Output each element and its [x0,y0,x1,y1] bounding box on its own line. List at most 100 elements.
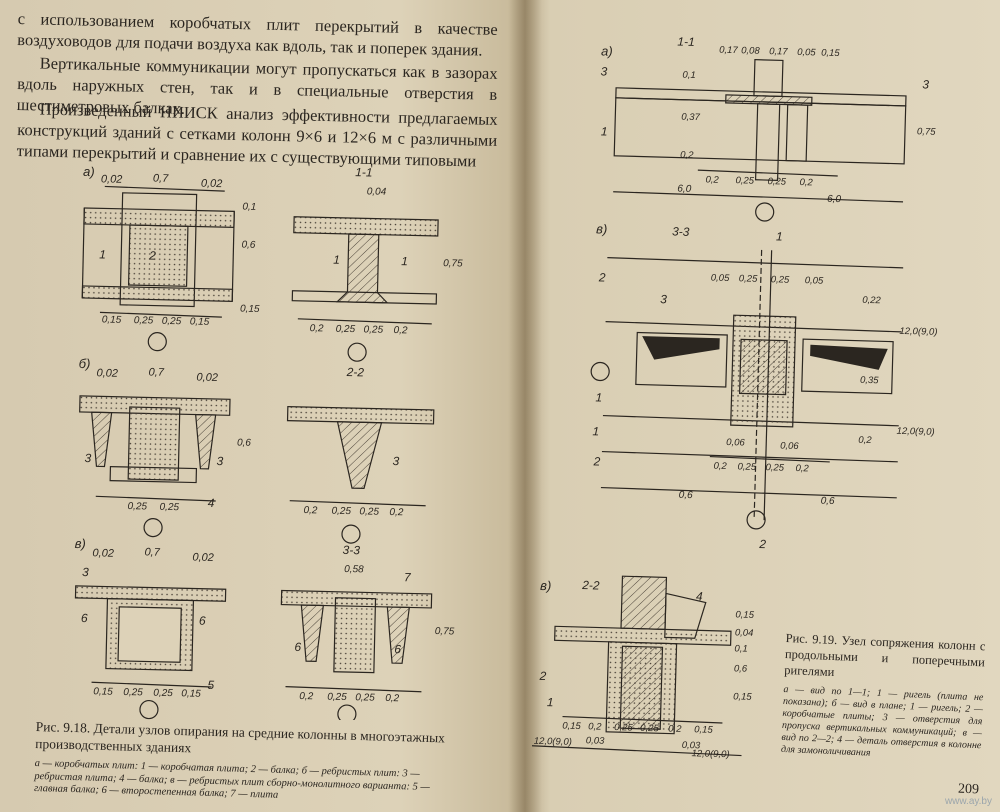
mark-4: 4 [696,589,703,603]
column-lower-core [619,645,664,730]
dim-label: 0,17 [719,45,739,57]
axis-marker [147,332,167,352]
label-a: а) [83,164,95,179]
dim-label: 0,15 [821,48,841,60]
figure-9-19-caption: Рис. 9.19. Узел сопряжения колонн с прод… [781,630,986,764]
dim-label: 0,2 [705,174,719,185]
mark-1: 1 [601,124,608,138]
left-page: с использованием коробчатых плит перекры… [17,9,498,807]
dim-label: 0,04 [367,186,387,197]
dim-label: 0,02 [96,367,118,379]
dim-label: 0,05 [711,273,731,285]
dim-label: 0,1 [734,643,748,654]
dim-label: 0,15 [181,688,201,699]
dim-label: 0,25 [614,722,634,734]
dim-label: 0,15 [694,724,714,736]
mark-2: 2 [592,454,600,468]
dim-label: 3 [216,454,223,468]
dim-label: 0,75 [917,126,937,138]
section-1-1: 1-1 [355,165,373,179]
dim-label: 0,2 [303,505,318,516]
beam [127,224,189,287]
dim-label: 0,2 [713,461,727,472]
dim-label: 0,2 [795,463,809,474]
dim-label: 0,6 [734,663,748,674]
slab-top [83,207,235,228]
monolithic-slab [74,585,227,602]
dim-label: 0,25 [737,461,757,473]
dim-label: 0,25 [765,462,785,474]
dim-label: 0,2 [389,507,404,518]
section-2-2: 2-2 [581,578,600,593]
dim-label: 0,04 [735,627,754,639]
rib-right [194,413,217,470]
dim-label: 0,75 [443,258,463,269]
dim-label: 0,02 [101,173,123,185]
watermark: www.ay.by [944,796,992,807]
dim-label: 0,15 [190,316,210,327]
label-v: в) [540,578,552,593]
dim-label: 0,22 [862,295,882,307]
label-b: в) [596,221,608,236]
vent-opening-right [810,344,888,370]
figure-9-18: а) 0,02 0,7 0,02 1 2 0,1 0,6 0,15 0,15 0… [74,164,463,720]
dim-label: 0,25 [771,274,791,286]
label-a: а) [601,43,613,58]
column-core [739,338,788,396]
dim-label: 0,15 [735,609,755,621]
dim-label: 0,15 [102,314,122,325]
figure-9-19: а) 1-1 0,17 0,08 0,17 0,05 0,15 3 3 1 0,… [532,35,938,760]
mark-1: 1 [595,390,602,404]
dim-label: 0,02 [201,178,223,190]
dim-label: 6 [81,611,88,625]
dim-label: 0,25 [359,506,379,517]
dim-label: 12,0(9,0) [899,326,937,338]
dim-label: 0,6 [679,490,694,501]
girder [613,97,907,165]
dim-label: 0,2 [310,323,325,334]
dim-label: 0,17 [769,46,789,58]
dim-label: 0,7 [144,546,160,558]
dim-label: 0,25 [640,723,660,735]
label-v: в) [75,536,86,551]
dim-label: 5 [207,678,214,692]
mark-1: 1 [776,229,783,243]
column-upper [620,575,668,631]
mark-3: 3 [660,292,667,306]
mark-2: 2 [538,669,546,683]
dim-label: 12,0(9,0) [534,736,572,748]
dim-label: 0,25 [336,324,356,335]
dim-label: 0,25 [134,315,154,326]
dim-label: 0,2 [299,691,314,702]
axis-marker [755,202,775,222]
axis-marker [143,518,163,538]
dim-label: 0,08 [741,45,761,57]
girder-plan [635,331,728,388]
rib-left [300,604,325,662]
dim-label: 0,35 [860,375,880,387]
axis-marker [347,342,367,362]
column-core [117,606,182,663]
dim-label: 0,2 [588,721,602,732]
book-gutter [508,0,542,812]
dim-label: 2 [148,248,156,262]
slab-bottom [81,285,234,302]
dim-label: 0,15 [733,691,753,703]
dim-label: 6,0 [677,184,692,195]
beam [333,597,377,674]
dim-label: 0,25 [735,175,755,187]
dim-label: 6,0 [827,194,842,205]
dim-label: 0,25 [331,506,351,517]
mark-1: 1 [547,695,554,709]
dim-label: 0,05 [797,47,817,59]
dim-label: 0,7 [153,173,169,185]
column-right [785,103,809,162]
column-top [753,59,784,98]
dim-label: 0,02 [196,372,218,384]
beam [127,406,181,481]
dim-label: 0,1 [242,202,256,213]
dim-label: 0,7 [148,366,164,378]
figure-9-18-caption: Рис. 9.18. Детали узлов опирания на сред… [34,718,446,807]
mark-3: 3 [922,77,929,91]
